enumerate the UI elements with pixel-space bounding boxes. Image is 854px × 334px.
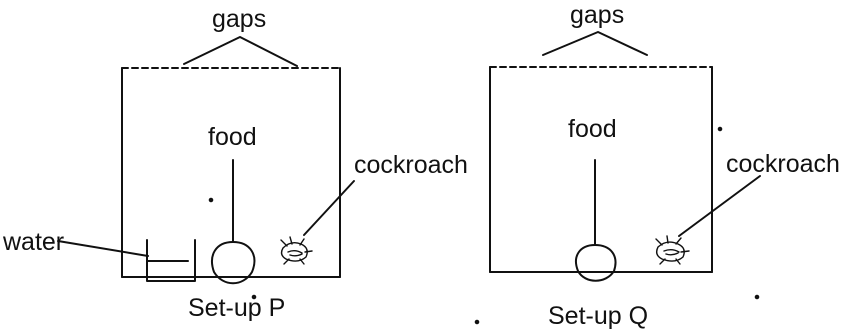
setup-p-water-label: water (3, 228, 65, 256)
setup-p-food-label: food (208, 123, 257, 151)
setup-q-gaps-pointer (542, 31, 648, 56)
setup-q-caption: Set-up Q (548, 302, 649, 330)
setup-p-food (211, 159, 256, 285)
setup-p-water-beaker (146, 239, 196, 282)
setup-q-box (489, 66, 713, 273)
setup-q-cockroach-pointer (678, 175, 761, 237)
setup-p-cockroach (280, 236, 313, 265)
setup-q-cockroach (655, 235, 690, 265)
setup-q-food (575, 159, 617, 282)
setup-p-cockroach-label: cockroach (354, 151, 468, 179)
setup-p-water-pointer (57, 240, 149, 257)
setup-q-gaps-label: gaps (570, 1, 625, 29)
setup-p-caption: Set-up P (188, 294, 286, 322)
setup-q-food-label: food (568, 115, 617, 143)
setup-q-cockroach-label: cockroach (726, 150, 840, 178)
setup-p-gaps-pointer (183, 36, 298, 67)
setup-p-gaps-label: gaps (212, 5, 267, 33)
setup-p-box (121, 67, 341, 278)
setup-p-cockroach-pointer (303, 180, 355, 236)
